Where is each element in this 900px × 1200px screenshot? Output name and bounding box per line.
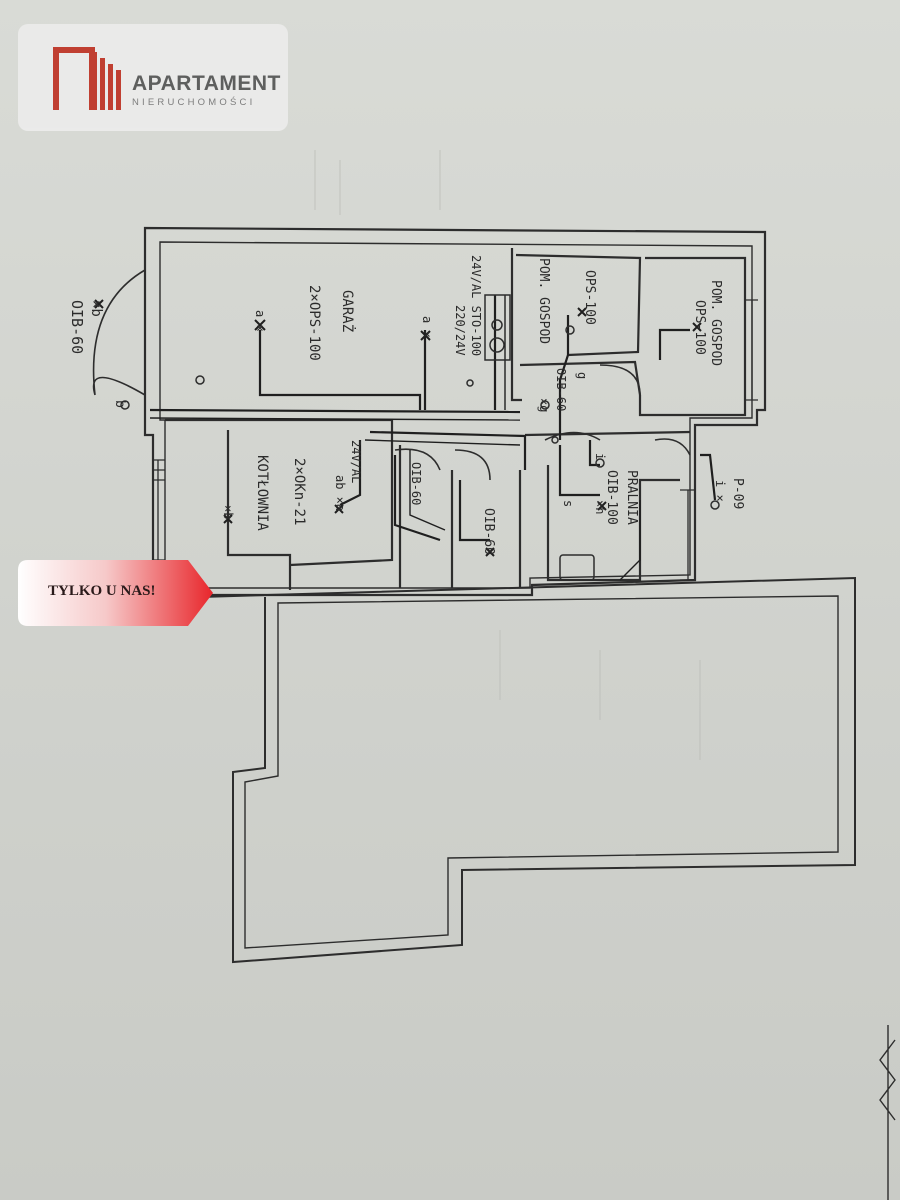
label-boiler-ab: ab ×a — [333, 475, 347, 511]
label-garage-a: a × — [253, 310, 267, 332]
wiring-garage-lights — [258, 330, 422, 410]
wall-garage-boiler — [165, 418, 394, 567]
label-garage-a2: a × — [420, 316, 434, 338]
wiring-top-room — [658, 328, 690, 360]
switch-utility — [565, 325, 575, 335]
label-boiler-24v: 24V/AL — [349, 440, 363, 483]
wiring-ext — [700, 453, 717, 501]
switch-ext — [710, 500, 720, 510]
label-boiler-b: ×b — [221, 505, 235, 519]
lamp-stair — [485, 547, 495, 557]
logo-title: APARTAMENT — [132, 72, 281, 95]
window-right-mid — [680, 489, 695, 581]
label-switch-g2: ×g — [537, 398, 551, 412]
outer-wall-lower — [199, 576, 856, 964]
logo-building-icon — [53, 47, 121, 110]
socket-1 — [466, 379, 474, 387]
wiring-bottom-right — [619, 500, 641, 581]
label-door-oib60-a: OIB-60 — [554, 368, 568, 411]
door-stair — [454, 449, 491, 481]
label-trafo-2: 220/24V — [453, 305, 467, 356]
label-switch-g: g — [575, 372, 589, 379]
door-entrance — [92, 269, 146, 396]
label-laundry-i: i — [593, 453, 607, 460]
door-laundry-right — [654, 438, 691, 456]
wall-room-gospod-mid — [515, 253, 642, 357]
switch-mid — [540, 400, 550, 410]
lamp-boiler — [223, 514, 233, 524]
exclusive-badge[interactable]: TYLKO U NAS! — [18, 560, 213, 626]
trafo-coil-2 — [491, 319, 503, 331]
window-right-top — [745, 299, 758, 401]
wiring-stair-2 — [409, 450, 446, 531]
wiring-boiler — [339, 440, 362, 506]
lamp-utility-mid — [577, 307, 587, 317]
socket-2 — [551, 436, 559, 444]
trafo-coil-1 — [489, 337, 505, 353]
wiring-main-horizontal-2 — [149, 417, 521, 421]
window-left — [153, 459, 165, 561]
lamp-garage-1 — [254, 319, 266, 331]
lamp-utility-top — [692, 322, 702, 332]
badge-shape — [18, 560, 213, 626]
wall-garage-right — [510, 248, 522, 402]
door-corridor — [599, 364, 641, 396]
label-laundry-h: ×h — [593, 500, 607, 514]
lamp-entrance — [94, 299, 104, 309]
label-utility-mid-1: POM. GOSPOD — [536, 258, 551, 344]
door-laundry — [544, 431, 601, 441]
wall-room-gospod-top — [638, 256, 747, 417]
label-ext-i: i × — [713, 480, 727, 502]
lamp-laundry — [597, 501, 607, 511]
wiring-stair-3 — [458, 480, 490, 542]
logo-card[interactable]: APARTAMENT NIERUCHOMOŚCI — [18, 24, 288, 131]
lamp-garage-2 — [420, 330, 431, 341]
label-laundry: PRALNIA — [624, 470, 639, 525]
label-entrance-door: OIB-60 — [68, 300, 86, 354]
label-boiler-room: KOTŁOWNIA — [254, 455, 270, 531]
outer-wall-upper — [143, 226, 767, 597]
label-door-oib60-c: OIB-60 — [481, 508, 496, 555]
label-ext-light: P-09 — [730, 478, 745, 509]
switch-laundry — [595, 458, 605, 468]
label-garage: GARAŻ — [339, 290, 357, 332]
label-entrance-b2: b — [112, 400, 127, 408]
switch-entrance — [120, 400, 130, 410]
logo-subtitle: NIERUCHOMOŚCI — [132, 97, 256, 108]
label-utility-top-2: OPS-100 — [692, 300, 707, 355]
label-utility-top-1: POM. GOSPOD — [708, 280, 723, 366]
badge-text: TYLKO U NAS! — [48, 583, 156, 599]
inner-wall-lower — [244, 595, 839, 949]
label-entrance-b: ×b — [88, 300, 104, 317]
switch-garage — [195, 375, 205, 385]
wiring-lower — [369, 430, 527, 470]
label-utility-mid-2: OPS-100 — [582, 270, 597, 325]
lamp-boiler-2 — [334, 504, 344, 514]
wiring-lower-2 — [364, 439, 521, 446]
trafo-box — [484, 294, 511, 361]
sink-symbol — [559, 554, 595, 581]
label-trafo-1: 24V/AL STO-100 — [469, 255, 483, 356]
label-boiler-lights: 2×OKn-21 — [291, 458, 307, 525]
wiring-laundry — [558, 445, 600, 497]
wall-laundry — [524, 430, 691, 437]
label-laundry-s: s — [561, 500, 575, 507]
wall-boiler-inner — [226, 430, 292, 590]
door-boiler — [394, 448, 441, 471]
label-laundry-light: OIB-100 — [604, 470, 619, 525]
label-door-oib60-b: OIB-60 — [409, 462, 423, 505]
edge-fragment — [879, 1025, 896, 1200]
label-garage-lights: 2×OPS-100 — [306, 285, 322, 361]
wiring-stair-1 — [393, 455, 441, 542]
wiring-mid-room — [558, 315, 570, 440]
wiring-main-horizontal — [149, 408, 521, 414]
wall-laundry-inner — [546, 465, 680, 582]
